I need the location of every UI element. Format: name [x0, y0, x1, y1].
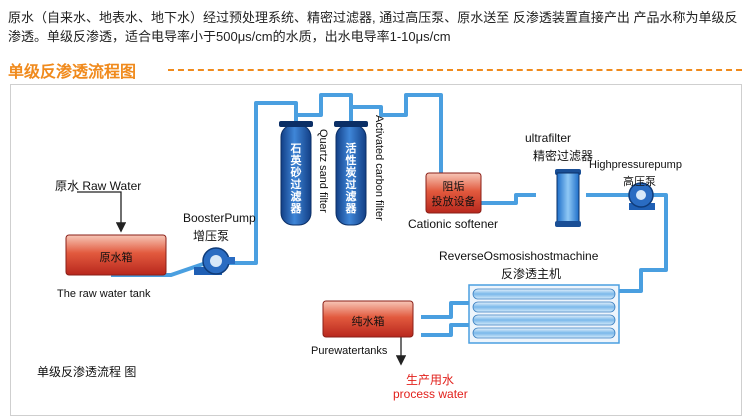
hp-pump-en: Highpressurepump [589, 159, 682, 171]
raw-water-label: 原水 Raw Water [55, 179, 142, 193]
title-divider [168, 69, 742, 71]
pure-water-tank [322, 300, 414, 338]
high-pressure-pump-icon [628, 182, 655, 210]
cationic-softener [425, 172, 482, 214]
softener-cn-2: 投放设备 [431, 196, 476, 208]
softener-cn-1: 阻垢 [442, 181, 465, 193]
diagram-graphics [65, 93, 668, 366]
process-water-en: process water [393, 387, 468, 401]
ultrafilter [555, 169, 581, 227]
ultrafilter-cn: 精密过滤器 [533, 149, 594, 163]
raw-tank-en: The raw water tank [57, 288, 151, 300]
raw-tank-cn: 原水箱 [99, 252, 133, 264]
quartz-filter-en: Quartz sand filter [317, 129, 329, 213]
booster-pump-icon [194, 247, 235, 275]
carbon-filter-en: Activated carbon filter [373, 115, 385, 221]
raw-water-tank [65, 234, 167, 276]
booster-pump-en: BoosterPump [183, 211, 256, 225]
pipe-network [111, 93, 668, 337]
ro-en: ReverseOsmosishostmachine [439, 249, 599, 263]
flow-diagram: 原水 Raw Water 原水箱 The raw water tank Boos… [10, 84, 742, 416]
reverse-osmosis-machine [468, 284, 620, 344]
softener-en: Cationic softener [408, 217, 499, 231]
quartz-filter-cn: 石英砂过滤器 [290, 143, 302, 215]
hp-pump-cn: 高压泵 [623, 176, 656, 188]
carbon-filter-cn: 活性炭过滤器 [345, 143, 357, 215]
booster-pump-cn: 增压泵 [193, 229, 230, 243]
pure-tank-en: Purewatertanks [311, 345, 388, 357]
section-title: 单级反渗透流程图 [8, 64, 137, 81]
quartz-sand-filter [279, 121, 313, 226]
ro-cn: 反渗透主机 [501, 267, 562, 281]
intro-text: 原水（自来水、地表水、地下水）经过预处理系统、精密过滤器, 通过高压泵、原水送至… [8, 10, 738, 44]
ultrafilter-en: ultrafilter [525, 131, 572, 145]
pure-tank-cn: 纯水箱 [351, 316, 385, 328]
diagram-caption: 单级反渗透流程 图 [37, 365, 137, 379]
activated-carbon-filter [334, 121, 368, 226]
process-water-cn: 生产用水 [406, 373, 455, 387]
